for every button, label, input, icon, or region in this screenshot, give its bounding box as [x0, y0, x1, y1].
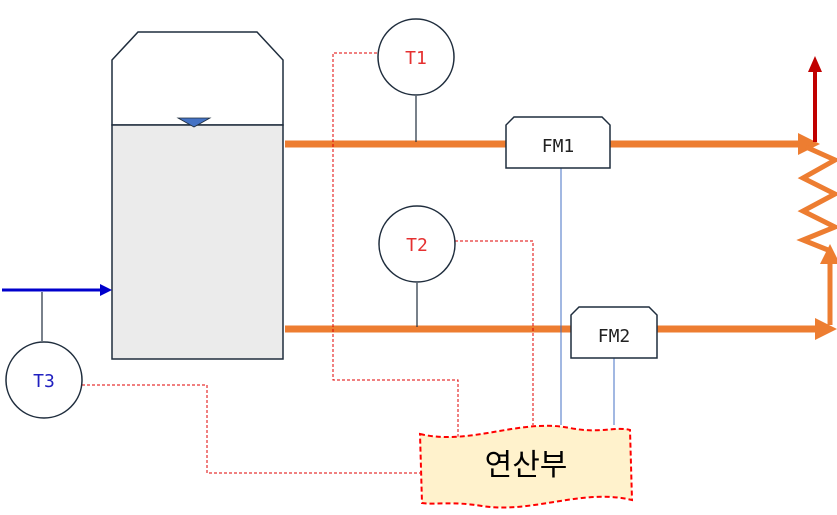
upper-pipe [285, 133, 820, 155]
flowmeter-fm1: FM1 [505, 116, 611, 169]
storage-tank [111, 31, 284, 360]
t1-label: T1 [405, 48, 427, 69]
processing-unit: 연산부 [418, 424, 634, 509]
upper-pipe-arrow-icon [798, 133, 820, 155]
heat-exchanger-coil [796, 144, 837, 325]
tank-liquid-section [111, 124, 284, 360]
inlet-flow [2, 284, 112, 296]
temperature-signal-lines [82, 52, 534, 474]
t2-label: T2 [406, 235, 428, 256]
return-up-arrow-icon [820, 244, 837, 264]
temperature-sensor-t1: T1 [377, 18, 455, 96]
t3-signal-line [82, 384, 420, 474]
outlet-arrow-icon [808, 56, 822, 72]
liquid-level-marker-icon [176, 117, 212, 128]
lower-pipe-arrow-icon [815, 318, 837, 340]
flowmeter-fm2: FM2 [570, 306, 658, 359]
tank-top-section [111, 31, 284, 126]
temperature-sensor-t2: T2 [378, 205, 456, 283]
t2-signal-line [455, 240, 534, 425]
inlet-arrow-icon [100, 284, 112, 296]
outlet-flow [808, 56, 822, 142]
flow-signal-lines [560, 168, 615, 425]
t1-signal-line [332, 52, 459, 438]
t3-label: T3 [33, 371, 55, 392]
processing-unit-label: 연산부 [485, 448, 568, 483]
temperature-sensor-t3: T3 [5, 341, 83, 419]
fm2-label: FM2 [598, 326, 631, 347]
fm1-label: FM1 [542, 136, 575, 157]
